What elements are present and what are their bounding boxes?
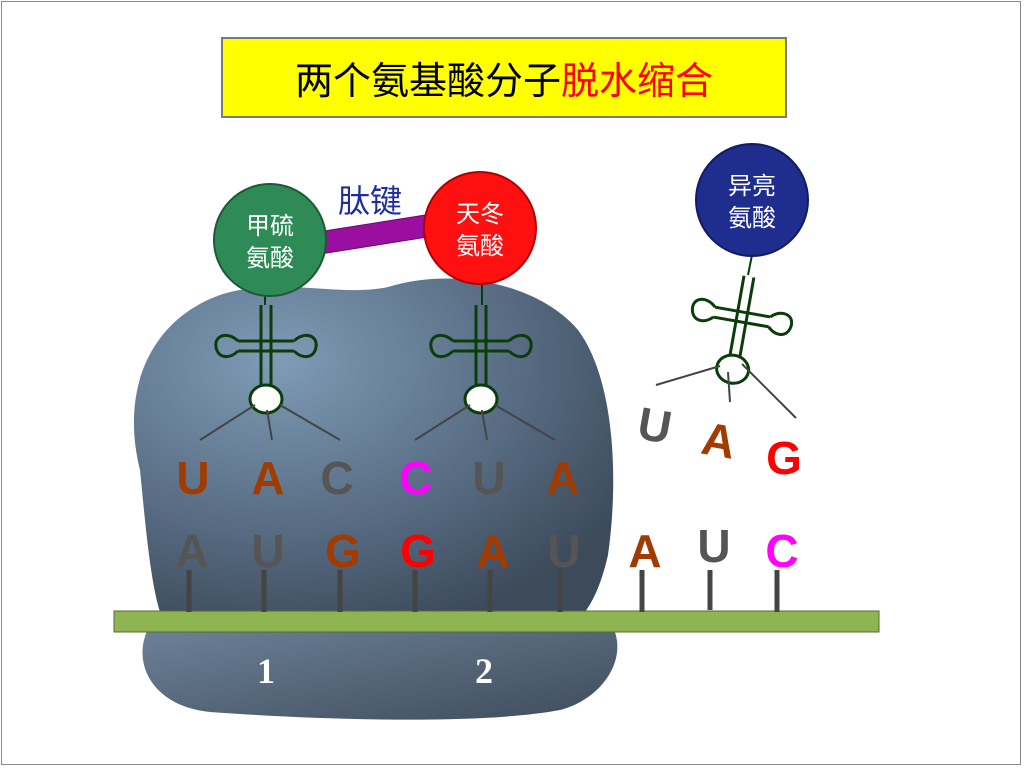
mrna-base-8: U — [697, 520, 730, 572]
amino-acid-ile: 异亮 氨酸 — [695, 143, 809, 257]
mrna-base-9: C — [765, 525, 798, 577]
mrna-base-5: A — [476, 525, 509, 577]
trna-1-base-2: A — [251, 452, 284, 504]
trna-3-base-1: U — [634, 397, 676, 454]
mrna-strand — [113, 610, 880, 633]
amino-acid-met: 甲硫 氨酸 — [213, 183, 327, 297]
site-number-2: 2 — [475, 651, 493, 691]
mrna-base-4: G — [400, 525, 436, 577]
trna-2-base-1: C — [399, 452, 432, 504]
trna-2-base-2: U — [472, 452, 505, 504]
amino-acid-asp: 天冬 氨酸 — [423, 171, 537, 285]
trna-1-base-3: C — [320, 452, 353, 504]
peptide-bond — [317, 213, 435, 255]
amino-acid-met-line-1: 甲硫 — [246, 212, 294, 240]
ribosome-small-subunit — [142, 625, 618, 720]
mrna-base-6: U — [547, 525, 580, 577]
mrna-base-3: G — [325, 525, 361, 577]
title-box: 两个氨基酸分子脱水缩合 — [221, 37, 787, 118]
ribosome-large-subunit — [133, 278, 614, 612]
trna-2: C U A — [399, 283, 580, 504]
amino-acid-ile-line-1: 异亮 — [728, 172, 776, 200]
title-prefix: 两个氨基酸分子 — [294, 59, 561, 103]
mrna-base-7: A — [628, 525, 661, 577]
trna-1-base-1: U — [176, 452, 209, 504]
bond-label: 肽键 — [338, 182, 402, 220]
amino-acid-met-line-2: 氨酸 — [246, 244, 294, 272]
trna-3-base-3: G — [766, 432, 802, 484]
mrna-base-1: A — [175, 525, 208, 577]
amino-acid-asp-line-1: 天冬 — [456, 200, 504, 228]
trna-2-base-3: A — [546, 452, 579, 504]
trna-3: U A G — [634, 254, 802, 484]
mrna-base-2: U — [251, 525, 284, 577]
title-accent: 脱水缩合 — [561, 59, 714, 103]
mrna-sticks — [186, 570, 780, 612]
trna-3-base-2: A — [698, 412, 740, 469]
amino-acid-asp-line-2: 氨酸 — [456, 232, 504, 260]
site-number-1: 1 — [257, 651, 275, 691]
amino-acid-ile-line-2: 氨酸 — [728, 204, 776, 232]
